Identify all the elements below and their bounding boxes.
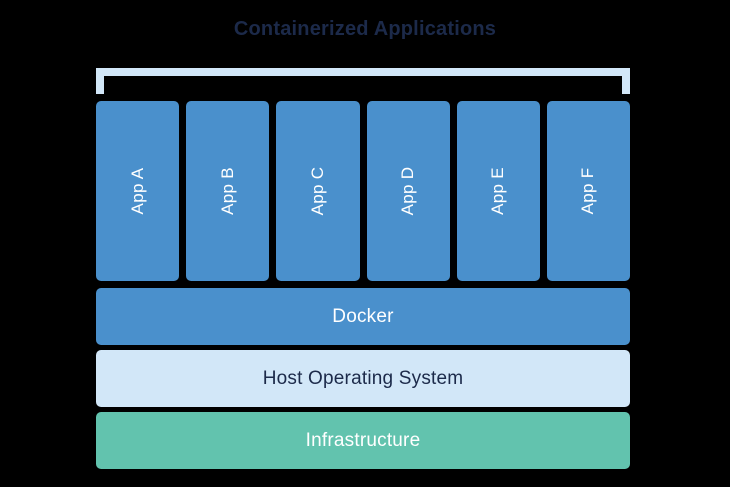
application-container-row: App A App B App C App D App E App F <box>96 101 631 281</box>
app-container-a[interactable]: App A <box>96 101 180 281</box>
app-container-label: App F <box>578 167 598 215</box>
app-container-b[interactable]: App B <box>186 101 270 281</box>
page-title: Containerized Applications <box>233 18 497 40</box>
app-container-d[interactable]: App D <box>366 101 450 281</box>
layer-host-operating-system[interactable]: Host Operating System <box>96 350 630 407</box>
app-container-label: App E <box>488 167 508 215</box>
app-container-label: App C <box>307 166 327 216</box>
app-container-label: App B <box>217 167 237 215</box>
app-container-c[interactable]: App C <box>276 101 360 281</box>
bracket-right-leg <box>622 68 630 94</box>
layer-docker[interactable]: Docker <box>96 288 630 345</box>
app-container-label: App A <box>127 167 147 215</box>
containerized-applications-bracket <box>96 68 630 94</box>
layer-infrastructure[interactable]: Infrastructure <box>96 412 630 469</box>
app-container-e[interactable]: App E <box>456 101 540 281</box>
bracket-left-leg <box>96 68 104 94</box>
app-container-label: App D <box>398 166 418 216</box>
app-container-f[interactable]: App F <box>546 101 631 281</box>
bracket-top-bar <box>96 68 630 76</box>
